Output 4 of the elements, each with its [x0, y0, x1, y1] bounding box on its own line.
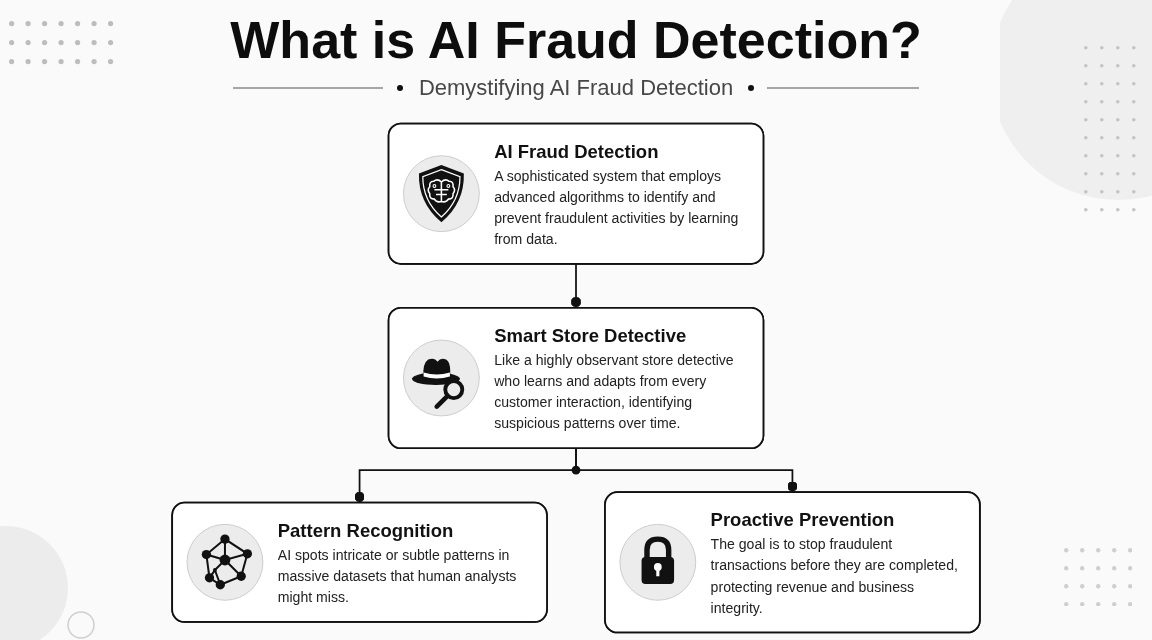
subtitle: Demystifying AI Fraud Detection — [418, 74, 734, 102]
connector — [570, 262, 582, 309]
title: What is AI Fraud Detection? — [230, 11, 922, 69]
connector — [575, 447, 798, 494]
